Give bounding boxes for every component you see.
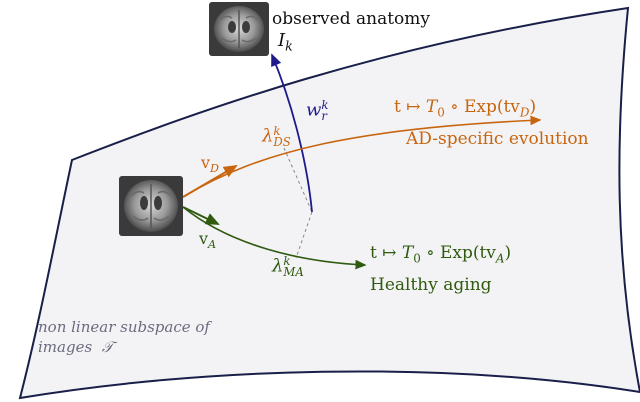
brain-thumbnail-observed [209, 2, 269, 56]
ad-formula: t ↦ T0 ∘ Exp(tvD) [394, 97, 537, 120]
subspace-caption-line2: images 𝒯 [38, 338, 114, 356]
va-label: vA [199, 229, 217, 252]
observed-path [271, 53, 313, 213]
projection-dashed-lower [295, 211, 313, 259]
observed-symbol: Ik [278, 30, 293, 54]
vd-arrow [182, 164, 238, 198]
va-arrow [182, 206, 220, 225]
ad-geodesic [182, 115, 542, 198]
healthy-formula: t ↦ T0 ∘ Exp(tvA) [370, 243, 512, 266]
subspace-surface [18, 6, 640, 400]
healthy-geodesic [182, 206, 367, 270]
brain-thumbnail-reference [119, 176, 183, 236]
healthy-aging-label: Healthy aging [370, 275, 492, 295]
subspace-caption-line1: non linear subspace of [38, 318, 210, 336]
observed-anatomy-label: observed anatomy [272, 9, 430, 29]
ad-evolution-label: AD-specific evolution [406, 129, 589, 149]
vd-label: vD [201, 153, 220, 176]
